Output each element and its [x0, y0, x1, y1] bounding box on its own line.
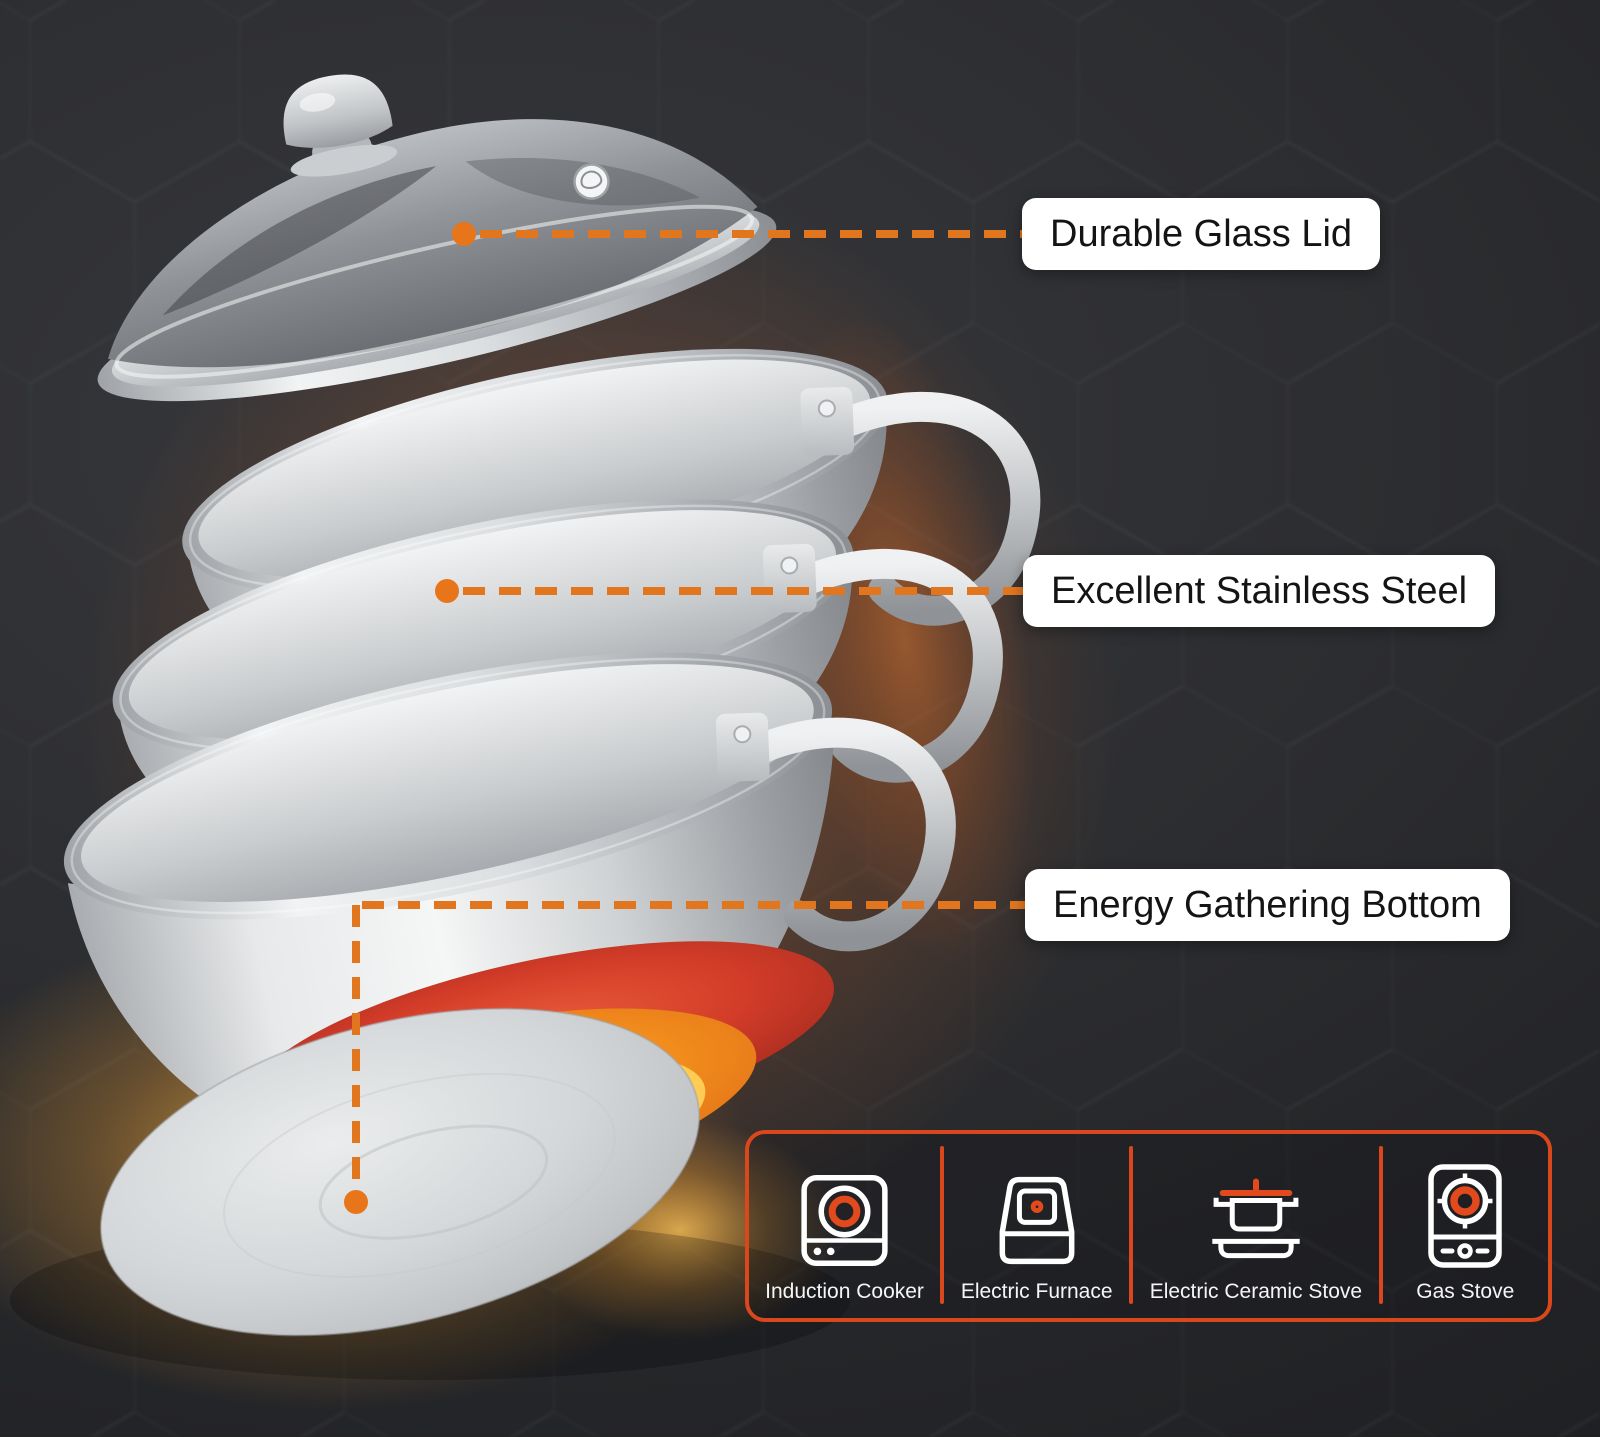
panel-divider: [1129, 1146, 1134, 1304]
callout-dot: [344, 1190, 368, 1214]
electric-ceramic-stove-icon: [1200, 1173, 1312, 1268]
callout-label: Energy Gathering Bottom: [1025, 869, 1510, 941]
induction-cooker-icon: [797, 1173, 892, 1268]
pot-handle: [800, 386, 1041, 626]
panel-divider: [940, 1146, 945, 1304]
compat-label: Gas Stove: [1416, 1280, 1515, 1303]
callout-dot: [452, 222, 476, 246]
panel-divider: [1378, 1146, 1383, 1304]
energy-gathering-bottom: [10, 941, 850, 1380]
pot-handle: [715, 712, 956, 952]
compat-label: Induction Cooker: [765, 1280, 924, 1303]
pot-handle: [762, 543, 1003, 783]
callout-leader-line-vertical: [352, 905, 360, 1183]
gas-stove-icon: [1426, 1164, 1504, 1268]
compat-item-induction-cooker: Induction Cooker: [749, 1134, 940, 1318]
compat-item-gas-stove: Gas Stove: [1383, 1134, 1548, 1318]
steel-disc: [99, 1007, 701, 1337]
lid-logo-badge: [573, 163, 610, 200]
compat-label: Electric Furnace: [960, 1280, 1113, 1303]
compat-item-electric-ceramic-stove: Electric Ceramic Stove: [1133, 1134, 1378, 1318]
compat-item-electric-furnace: Electric Furnace: [944, 1134, 1129, 1318]
callout-leader-line: [463, 587, 1023, 595]
pot-stack: [63, 348, 1041, 1167]
stove-compatibility-panel: Induction Cooker Electric Furnace: [745, 1130, 1552, 1322]
glass-lid: [97, 74, 777, 402]
callout-dot: [435, 579, 459, 603]
callout-leader-line: [362, 901, 1025, 909]
compat-label: Electric Ceramic Stove: [1149, 1280, 1363, 1303]
callout-label: Excellent Stainless Steel: [1023, 555, 1496, 627]
callout-label: Durable Glass Lid: [1022, 198, 1381, 270]
electric-furnace-icon: [987, 1173, 1087, 1268]
lid-knob: [283, 74, 398, 177]
callout-leader-line: [480, 230, 1022, 238]
